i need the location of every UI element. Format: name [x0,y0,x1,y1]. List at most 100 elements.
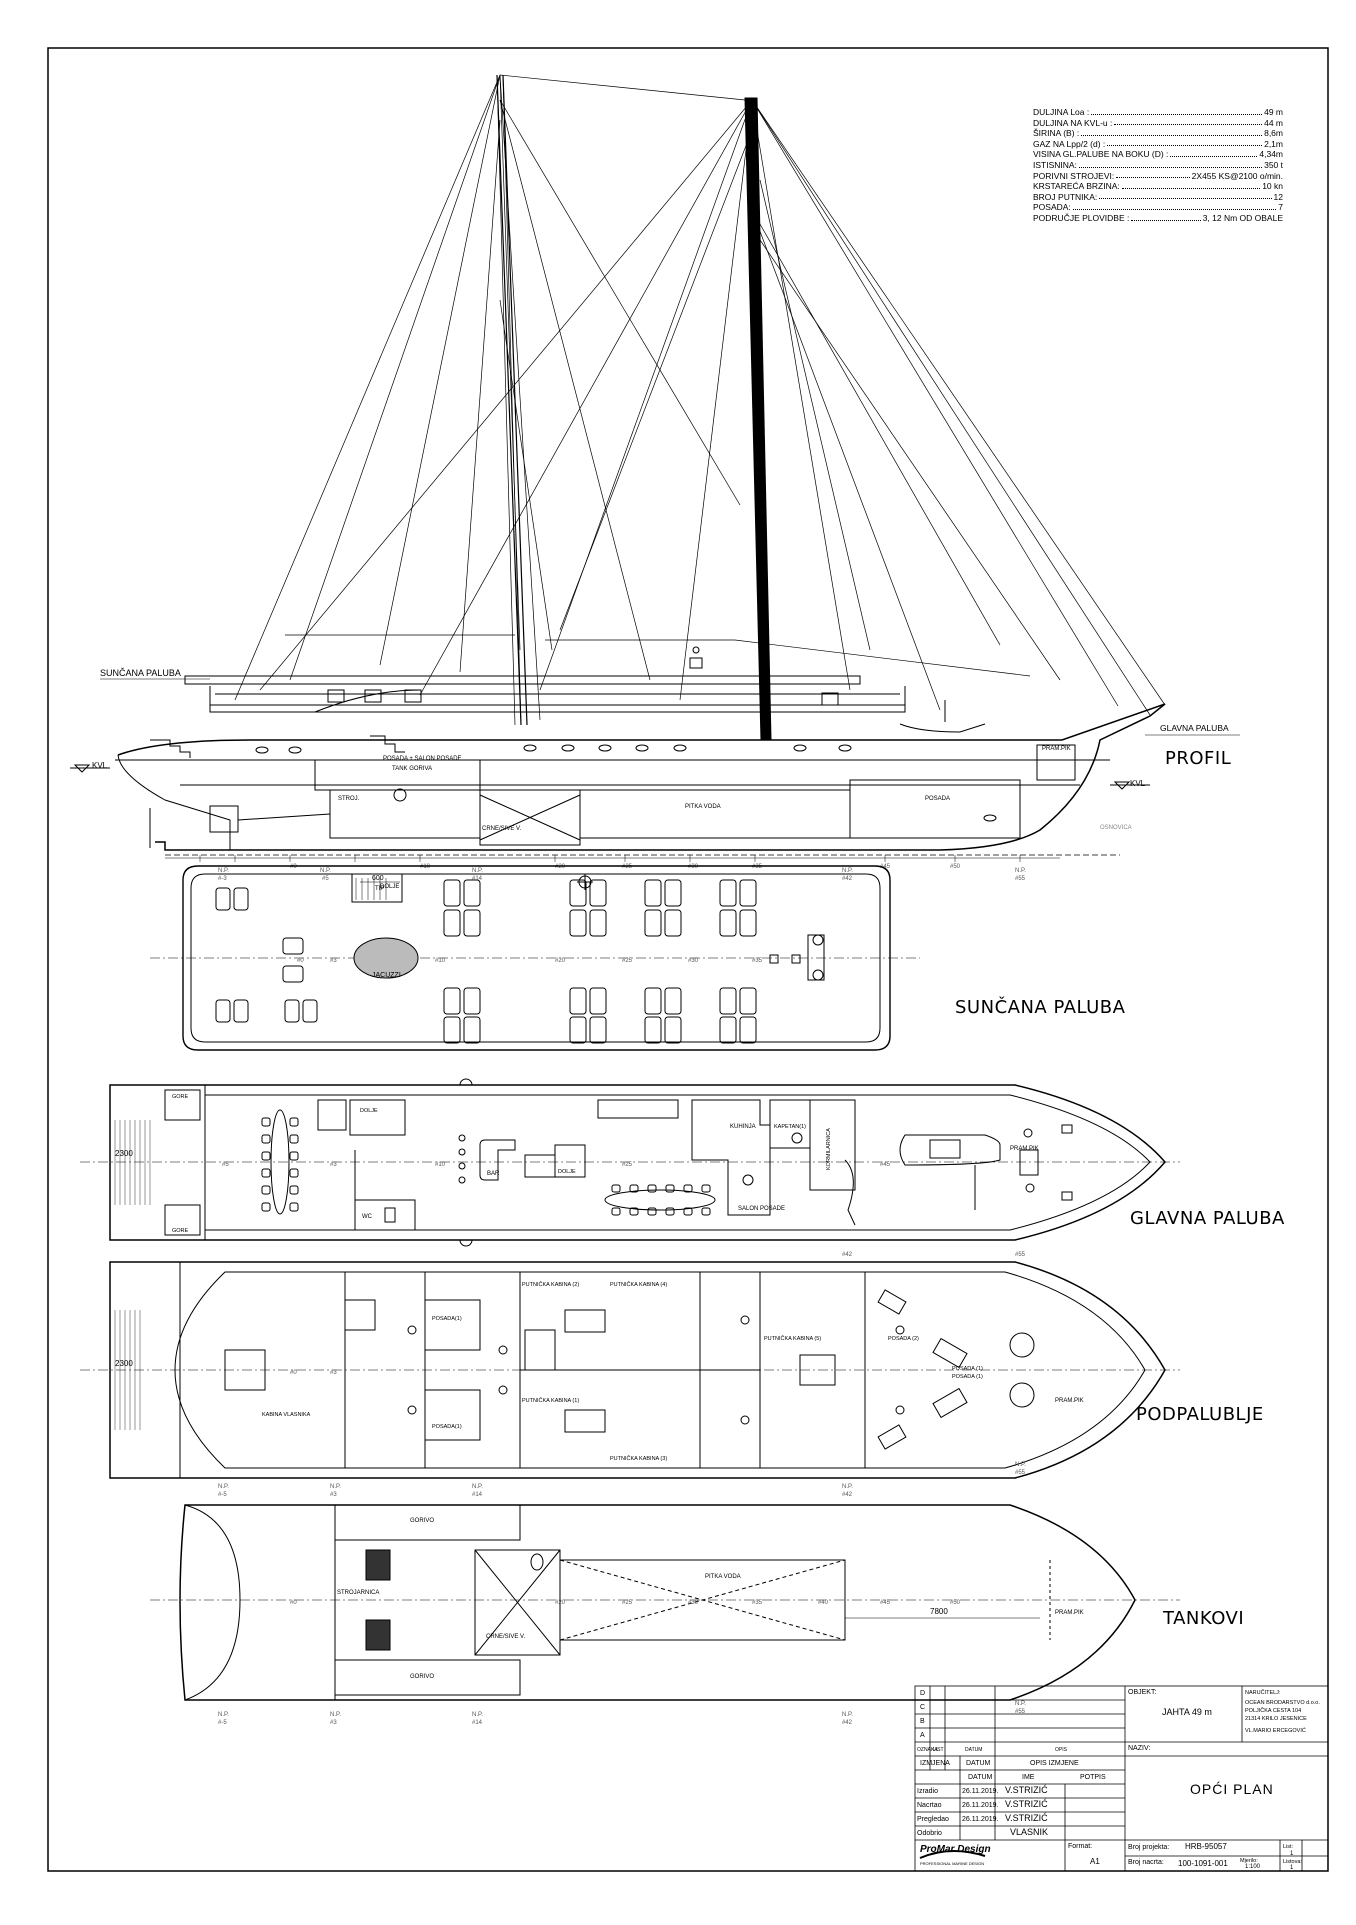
rev-header-datum: DATUM [965,1747,983,1753]
title-suncana-paluba: SUNČANA PALUBA [955,997,1126,1018]
label-dim-7800: 7800 [930,1607,948,1616]
narucitelj-line-2: POLJIČKA CESTA 104 [1245,1708,1302,1714]
label-gore-bottom: GORE [172,1228,189,1234]
list-value: 1 [1290,1851,1294,1857]
label-dolje-main: DOLJE [360,1108,378,1114]
label-pramfik-main: PRAM.PIK [1010,1146,1039,1152]
frame-20-t: #20 [555,1600,566,1606]
np-55-p: #55 [1015,876,1026,882]
np-t-3: N.P. [472,1712,483,1718]
frame-45-t: #45 [880,1600,891,1606]
spec-leader [1116,171,1190,179]
frame-0-p: #0 [290,864,297,870]
tanks-view: GORIVO GORIVO STROJARNICA CRNE/SIVE V. P… [150,1504,1180,1726]
spec-leader [1091,107,1263,115]
name-pregledao: V.STRIZIĆ [1005,1813,1048,1823]
frame-10-s: #10 [435,958,446,964]
np-14-t: #14 [472,1720,483,1726]
spec-value: 350 t [1264,159,1283,170]
label-posada1-d: POSADA (1) [952,1374,983,1380]
np-t-4: N.P. [842,1712,853,1718]
title-block-frame [914,1685,1329,1872]
spec-row: DULJINA Loa :49 m [1033,107,1283,118]
narucitelj-line-1: OCEAN BRODARSTVO d.o.o. [1245,1700,1320,1706]
spec-value: 7 [1278,202,1283,213]
label-pramfik-lower: PRAM.PIK [1055,1398,1084,1404]
label-dim-600: 600 [372,875,384,882]
np-m5-l: #-5 [218,1492,227,1498]
profile-view: SUNČANA PALUBA GLAVNA PALUBA KVL KVL PRA… [70,74,1240,892]
label-pramfik-tanks: PRAM.PIK [1055,1610,1084,1616]
np-t-2: N.P. [330,1712,341,1718]
spec-leader [1072,202,1277,210]
label-dolje-sun: DOLJE [380,884,399,890]
np-l-5: N.P. [1015,1462,1026,1468]
label-pk5: PUTNIČKA KABINA (5) [764,1335,821,1342]
title-podpalublje: PODPALUBLJE [1136,1404,1264,1425]
narucitelj-line-4: VL.MARIO ERCEGOVIĆ [1245,1728,1306,1734]
frame-20-s: #20 [555,958,566,964]
role-izradio: Izradio [917,1788,939,1795]
title-tankovi: TANKOVI [1163,1608,1245,1629]
lower-deck-view: 2300 KABINA VLASNIKA POSADA(1) POSADA(1)… [80,1261,1180,1498]
name-izradio: V.STRIZIĆ [1005,1785,1048,1795]
spec-value: 12 [1273,191,1283,202]
np-l-1: N.P. [218,1484,229,1490]
spec-leader [1170,149,1258,157]
title-glavna-paluba: GLAVNA PALUBA [1130,1208,1285,1229]
sun-deck-view: JACUZZI DOLJE #0 #3 #10 #20 #25 #30 #35 [150,865,920,1051]
izmjena-datum: DATUM [966,1760,991,1767]
spec-label: POSADA: [1033,202,1071,213]
np-m3-p: #-3 [218,876,227,882]
frame-35-t: #35 [752,1600,763,1606]
broj-nacrta-label: Broj nacrta: [1128,1859,1164,1866]
rev-header-list: LIST [933,1747,944,1753]
spec-value: 44 m [1264,117,1283,128]
objekt-value: JAHTA 49 m [1162,1707,1212,1717]
np-l-3: N.P. [472,1484,483,1490]
label-gorivo-top: GORIVO [410,1518,434,1524]
spec-row: BROJ PUTNIKA:12 [1033,192,1283,203]
date-nacrtao: 26.11.2019. [962,1802,999,1809]
rev-letter-a: A [920,1732,925,1739]
opis-izmjene: OPIS IZMJENE [1030,1760,1079,1767]
frame-45-m: #45 [880,1162,891,1168]
frame-10-m: #10 [435,1162,446,1168]
frame-50-p: #50 [950,864,961,870]
label-kabina-vlasnika: KABINA VLASNIKA [262,1412,311,1418]
frame-42-m: #42 [842,1252,853,1258]
rev-letter-b: B [920,1718,925,1725]
label-posada1-c: POSADA (1) [952,1366,983,1372]
label-glavna-paluba-profile: GLAVNA PALUBA [1160,723,1229,733]
np-4-l: #3 [330,1492,337,1498]
np-label-p2: N.P. [320,868,331,874]
spec-leader [1114,118,1263,126]
label-wc: WC [362,1214,373,1220]
frame-25-t: #25 [622,1600,633,1606]
frame-35-p: #35 [752,864,763,870]
naziv-value: OPĆI PLAN [1190,1781,1274,1797]
title-profil: PROFIL [1165,748,1232,769]
np-label-p3: N.P. [472,868,483,874]
rev-header-oznaka: OZNAKA [917,1747,938,1753]
frame-3-s: #3 [330,958,337,964]
role-odobrio: Odobrio [917,1830,942,1837]
frame-40-t: #40 [818,1600,829,1606]
np-l-4: N.P. [842,1484,853,1490]
spec-label: ŠIRINA (B) : [1033,128,1080,139]
listova-label: Listova: [1283,1859,1302,1865]
label-pk3: PUTNIČKA KABINA (3) [610,1455,667,1462]
spec-row: PODRUČJE PLOVIDBE :3, 12 Nm OD OBALE [1033,213,1283,224]
broj-nacrta-value: 100-1091-001 [1178,1859,1228,1868]
spec-row: ŠIRINA (B) :8,6m [1033,128,1283,139]
spec-label: ISTISNINA: [1033,159,1077,170]
spec-label: PORIVNI STROJEVI: [1033,170,1115,181]
frame-30-p: #30 [688,864,699,870]
col-potpis: POTPIS [1080,1774,1106,1781]
label-jacuzzi: JACUZZI [372,972,401,979]
date-izradio: 26.11.2019. [962,1788,999,1795]
label-dim-2300-main: 2300 [115,1149,133,1158]
np-14-l: #14 [472,1492,483,1498]
